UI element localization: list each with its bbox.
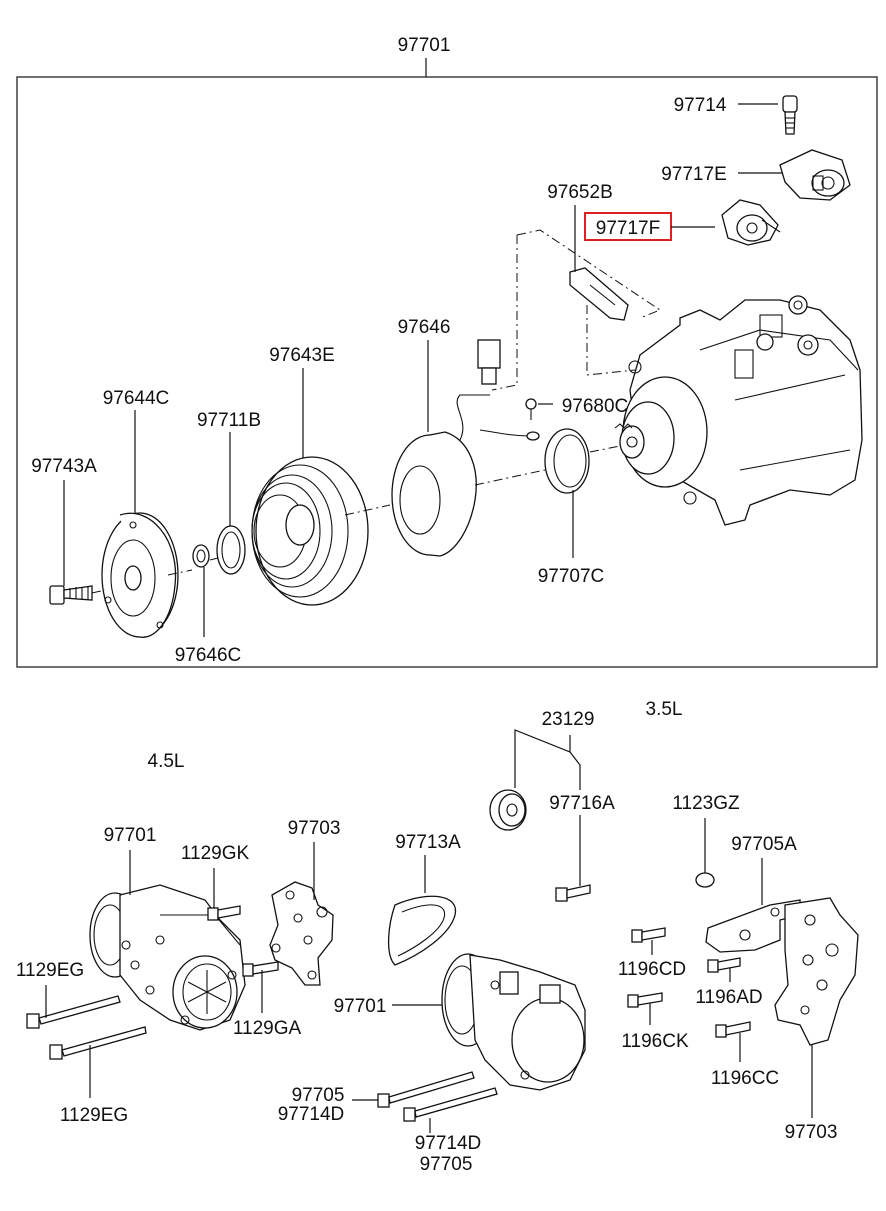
bolt-97716a-drawing xyxy=(555,884,591,902)
bolt-1129eg-a-drawing xyxy=(26,995,121,1029)
label-23129: 23129 xyxy=(542,709,595,730)
screw-97680c-drawing xyxy=(525,398,537,420)
bracket-left-97703-drawing xyxy=(269,881,334,986)
valve-97717f-drawing xyxy=(721,199,781,246)
dash-outline-coil xyxy=(491,235,518,391)
label-left-97701: 97701 xyxy=(104,825,157,846)
label-97714d-a: 97714D xyxy=(278,1104,345,1125)
bolt-1196ad-drawing xyxy=(707,957,741,973)
bolt-1196cc-drawing xyxy=(715,1021,751,1038)
cap-23129-drawing xyxy=(489,789,527,831)
bolt-1129gk-drawing xyxy=(207,905,241,921)
bolt-1196cd-drawing xyxy=(631,927,666,943)
label-1196ad: 1196AD xyxy=(695,987,762,1008)
label-97644c: 97644C xyxy=(103,388,170,409)
label-97711b: 97711B xyxy=(197,410,261,431)
plate-97652b-drawing xyxy=(569,267,629,321)
assembly-frame xyxy=(16,76,878,668)
bolt-1123gz-drawing xyxy=(695,872,715,888)
bolt-97705-a-drawing xyxy=(377,1071,475,1108)
label-97714: 97714 xyxy=(674,95,727,116)
label-engine-45l: 4.5L xyxy=(148,751,185,772)
label-1196cd: 1196CD xyxy=(618,959,686,980)
center-axis xyxy=(91,445,621,594)
bolt-1196ck-drawing xyxy=(627,992,663,1008)
label-left-97703: 97703 xyxy=(288,818,341,839)
bolt-1129eg-b-drawing xyxy=(49,1026,147,1060)
shim-97646c-drawing xyxy=(192,544,210,568)
compressor-35l-drawing xyxy=(441,953,586,1091)
bolt-97714d-b-drawing xyxy=(403,1087,498,1122)
label-1129eg-b: 1129EG xyxy=(60,1105,128,1126)
bolt-1129ga-drawing xyxy=(242,961,279,977)
label-1129gk: 1129GK xyxy=(181,843,250,864)
bolt-97743a-drawing xyxy=(49,585,93,605)
label-mid-97701: 97701 xyxy=(334,996,387,1017)
label-1129ga: 1129GA xyxy=(233,1018,302,1039)
label-97705-a: 97705 xyxy=(292,1085,345,1106)
label-97743a: 97743A xyxy=(31,456,97,477)
label-1129eg-a: 1129EG xyxy=(16,960,84,981)
label-97717e: 97717E xyxy=(661,164,727,185)
label-97680c: 97680C xyxy=(562,396,629,417)
bracket-right-97703-drawing xyxy=(774,897,859,1046)
label-1196ck: 1196CK xyxy=(621,1031,689,1052)
label-97714d-b: 97714D xyxy=(415,1133,482,1154)
label-97646: 97646 xyxy=(398,317,451,338)
compressor-body-drawing xyxy=(614,295,863,526)
label-top-97701: 97701 xyxy=(398,35,451,56)
bracket-97705a-drawing xyxy=(705,899,801,953)
label-97652b: 97652B xyxy=(547,182,613,203)
label-97707c: 97707C xyxy=(538,566,605,587)
belt-97713a-drawing xyxy=(387,895,457,966)
label-97705-b: 97705 xyxy=(420,1154,473,1175)
label-97716a: 97716A xyxy=(549,793,615,814)
label-97705a: 97705A xyxy=(731,834,797,855)
bolt-97714-drawing xyxy=(782,95,798,135)
label-1196cc: 1196CC xyxy=(711,1068,779,1089)
leader-23129 xyxy=(514,729,581,790)
snap-ring-97711b-drawing xyxy=(216,525,246,575)
coil-97646-drawing xyxy=(391,339,540,557)
label-97646c: 97646C xyxy=(175,645,242,666)
label-97717f: 97717F xyxy=(596,218,660,239)
label-97643e: 97643E xyxy=(269,345,335,366)
valve-97717e-drawing xyxy=(779,149,851,201)
hub-97644c-drawing xyxy=(101,512,179,638)
label-97713a: 97713A xyxy=(395,832,461,853)
pulley-97643e-drawing xyxy=(251,456,369,606)
label-1123gz: 1123GZ xyxy=(672,793,740,814)
label-engine-35l: 3.5L xyxy=(646,699,683,720)
dash-outline-compressor xyxy=(516,229,662,376)
label-right-97703: 97703 xyxy=(785,1122,838,1143)
compressor-45l-drawing xyxy=(89,884,246,1031)
seal-97707c-drawing xyxy=(544,428,590,494)
